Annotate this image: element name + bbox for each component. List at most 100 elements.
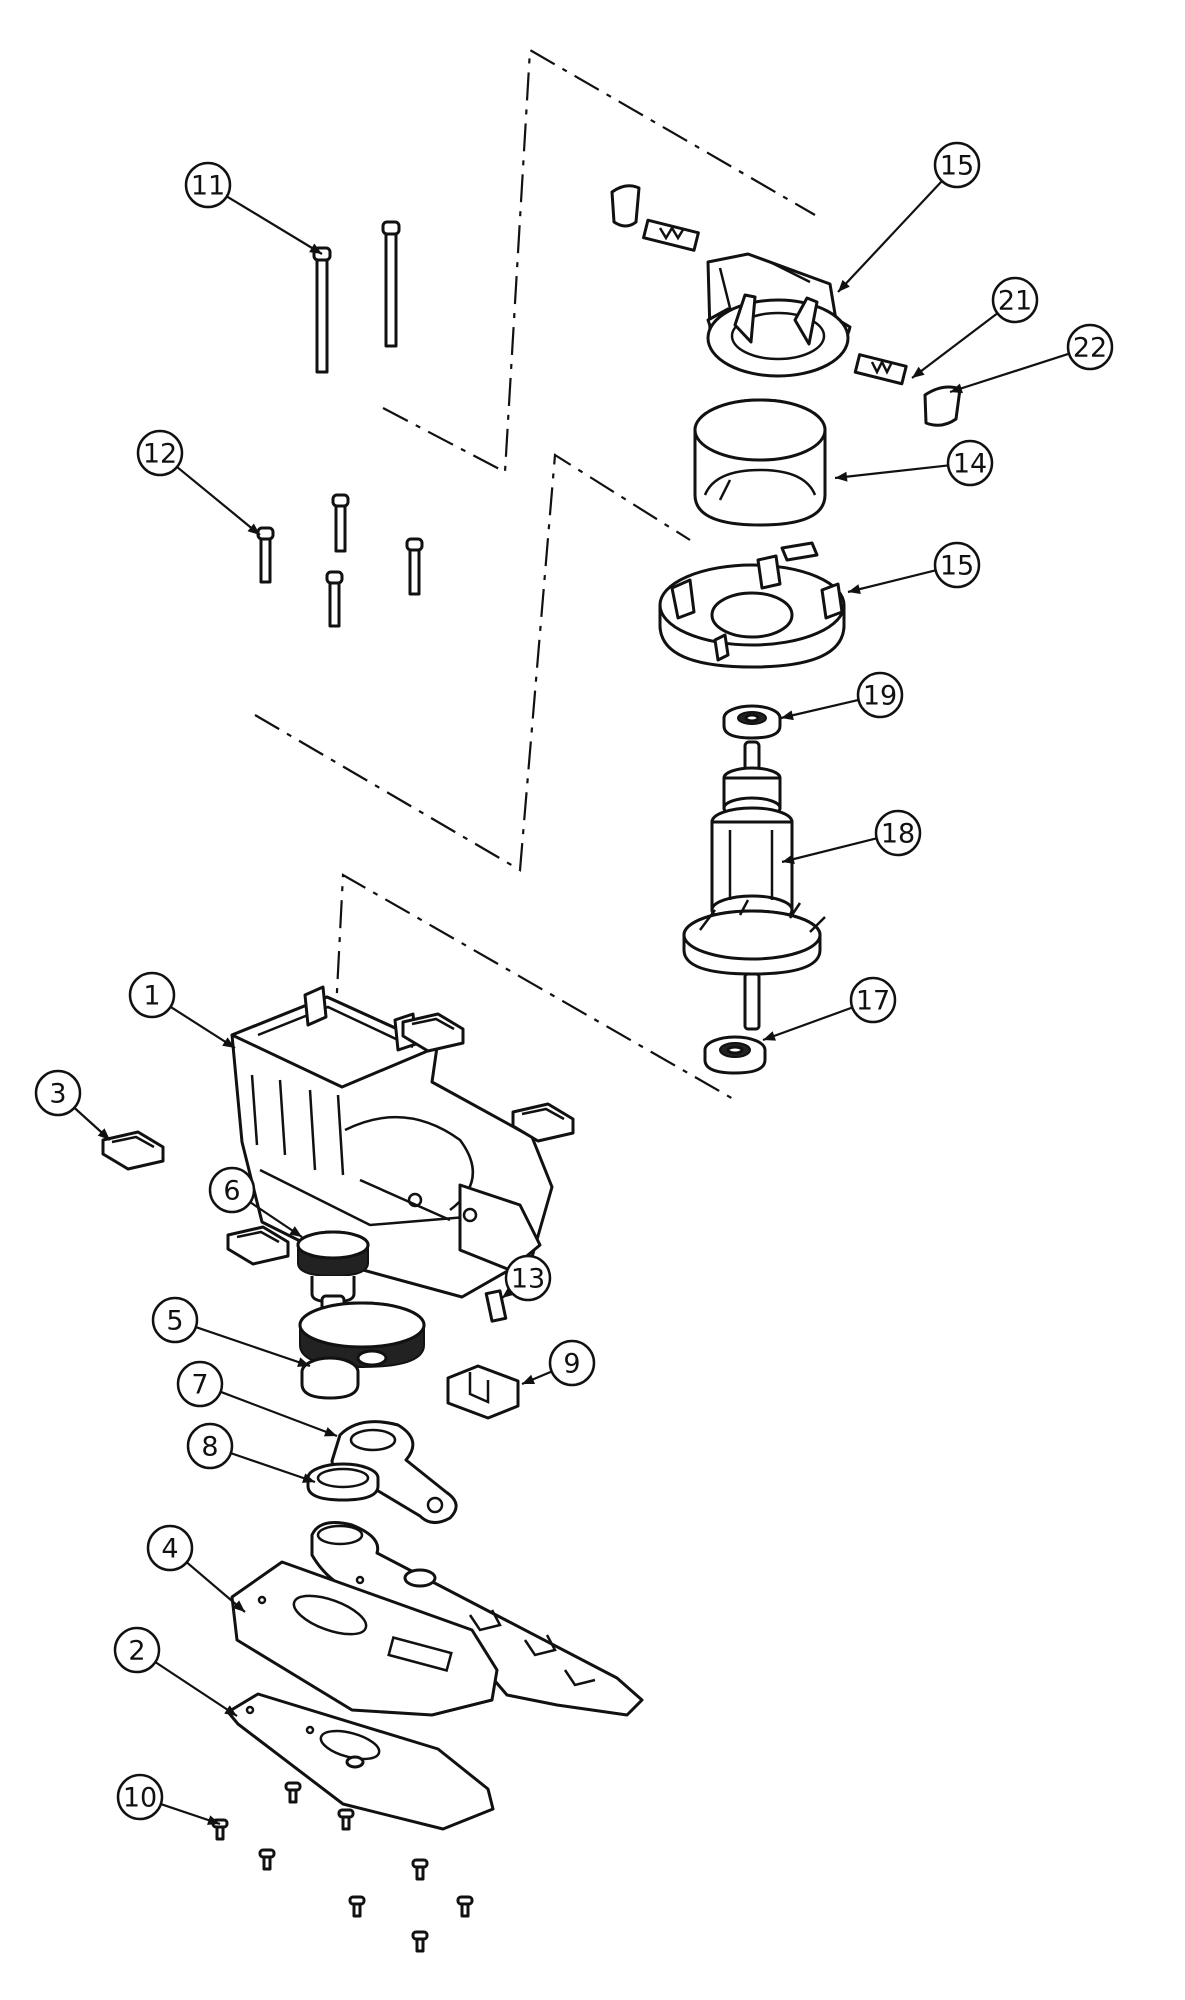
leader-arrowhead [222,1037,235,1048]
assembly-dash-lines [254,48,816,1101]
callout-c18: 18 [781,809,922,864]
part-12-short-screws [256,493,424,628]
part-5-main-gear [298,1301,426,1400]
dash-line-upper [382,48,816,474]
leader-line [762,1006,853,1042]
callout-number: 5 [166,1306,183,1337]
leader-line [226,195,323,255]
callout-c19: 19 [780,671,904,721]
small-screw [411,1930,429,1953]
dash-line-middle [254,453,691,872]
rubber-mount [401,1012,465,1053]
part-4-base-plate [230,1560,499,1717]
callout-circle [548,1339,596,1387]
callout-number: 7 [191,1370,208,1401]
leader-arrowhead [247,523,260,535]
rubber-mount [226,1225,290,1266]
leader-line [781,837,877,864]
callout-circle [208,1166,256,1214]
small-screw [284,1781,302,1804]
callout-c15a: 15 [837,141,981,293]
callout-c6: 6 [208,1166,303,1238]
long-screw [381,220,401,348]
leader-arrowhead [207,1815,220,1825]
callout-circle [849,976,897,1024]
callout-circle [116,1773,164,1821]
callout-number: 17 [856,986,890,1017]
callout-number: 13 [511,1264,545,1295]
leader-arrowhead [97,1128,110,1140]
callout-circle [1066,323,1114,371]
small-screw [258,1848,276,1871]
leader-line [780,698,859,720]
callout-circle [151,1296,199,1344]
leader-arrowhead [232,1600,245,1612]
leader-arrowhead [289,1226,302,1237]
leader-line [220,1390,338,1438]
callout-circle [176,1360,224,1408]
small-screw [456,1895,474,1918]
small-screw [337,1808,355,1831]
leader-arrowhead [782,854,795,864]
callout-number: 6 [223,1176,240,1207]
callout-c2: 2 [113,1626,238,1717]
callout-c13: 13 [501,1254,552,1302]
callout-c17: 17 [762,976,897,1042]
rubber-mount [511,1102,575,1143]
small-screw [348,1895,366,1918]
leader-arrowhead [309,243,322,254]
part-10-small-screws [211,1781,474,1953]
part-1-gear-housing [230,985,554,1299]
callout-c22: 22 [949,323,1114,394]
part-2-bottom-plate [226,1692,495,1831]
callout-circle [946,439,994,487]
callout-number: 11 [191,171,225,202]
part-13-key [484,1289,508,1323]
callout-number: 8 [201,1432,218,1463]
long-screw [312,246,332,374]
leader-arrowhead [522,1374,535,1384]
callout-c8: 8 [186,1422,316,1484]
short-screw [331,493,350,553]
callout-c9: 9 [521,1339,596,1387]
leader-arrowhead [781,710,794,721]
leader-arrowhead [838,279,850,292]
callout-circle [128,971,176,1019]
callout-number: 9 [563,1349,580,1380]
callout-circle [136,429,184,477]
leader-arrowhead [763,1031,776,1041]
callout-c7: 7 [176,1360,338,1438]
leader-arrowhead [835,471,848,482]
callout-c3: 3 [34,1069,111,1141]
dash-line-lower [333,873,736,1101]
callout-circle [34,1069,82,1117]
callout-c10: 10 [116,1773,221,1826]
callout-number: 15 [940,151,974,182]
callout-circle [991,276,1039,324]
leader-line [176,466,261,536]
part-17-bearing [703,1035,767,1075]
callout-number: 21 [998,286,1032,317]
callout-c21: 21 [911,276,1039,379]
callout-c5: 5 [151,1296,311,1368]
callout-number: 4 [161,1534,178,1565]
part-15-end-cap [658,541,846,669]
callout-c4: 4 [146,1524,246,1613]
callout-number: 15 [940,551,974,582]
callout-number: 12 [143,439,177,470]
part-18-armature [682,740,826,1031]
callout-circle [856,671,904,719]
part-21-brush [853,353,908,386]
leader-arrowhead [848,584,861,594]
leader-line [911,312,999,379]
leader-line [195,1326,311,1368]
callout-circle [504,1254,552,1302]
part-15-brush-holder-top [610,184,852,378]
part-9-bracket [446,1364,520,1420]
callout-circle [184,161,232,209]
callout-number: 3 [49,1079,66,1110]
callout-number: 18 [881,819,915,850]
leader-arrowhead [502,1286,515,1298]
